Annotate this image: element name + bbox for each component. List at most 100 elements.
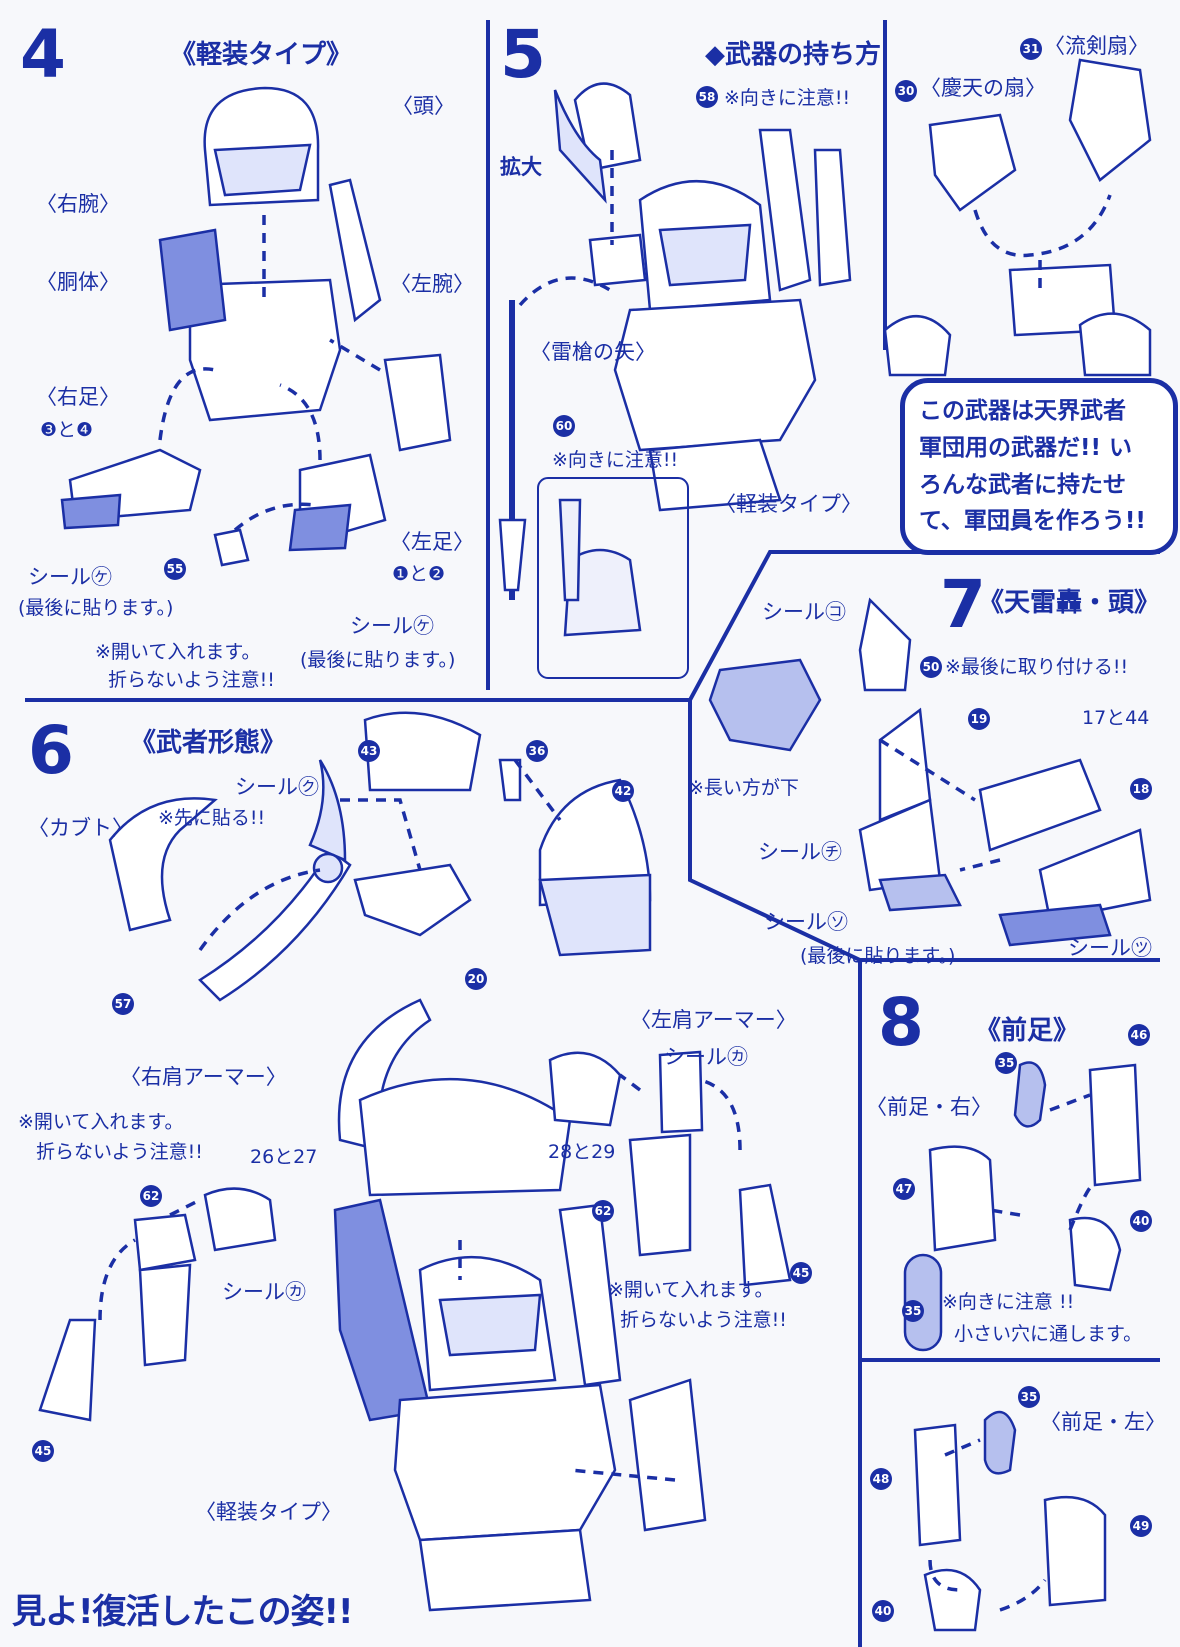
- part-60-badge: 60: [553, 415, 575, 437]
- part-55-badge: 55: [164, 558, 186, 580]
- part-35-badge-a: 35: [995, 1052, 1017, 1074]
- part-58-badge: 58: [696, 86, 718, 108]
- part-57-badge: 57: [112, 993, 134, 1015]
- sticker-tsu: シール㋡: [1068, 936, 1152, 960]
- label-kabuto: 〈カブト〉: [28, 816, 133, 840]
- step-7-title: 《天雷轟・頭》: [978, 588, 1161, 618]
- sticker-so-note: (最後に貼ります。): [800, 945, 956, 967]
- part-45-badge-right: 45: [32, 1440, 54, 1462]
- step5-mini-robot: [558, 498, 642, 637]
- open-note-6b: 折らないよう注意!!: [36, 1141, 203, 1163]
- step-8-number: 8: [878, 984, 924, 1061]
- sticker-ko: シール㋙: [762, 600, 846, 624]
- speech-line-4: て、軍団員を作ろう!!: [919, 508, 1146, 535]
- label-front-left: 〈前足・左〉: [1040, 1410, 1166, 1434]
- step-4-number: 4: [20, 16, 66, 93]
- open-note-4b: 折らないよう注意!!: [108, 669, 275, 691]
- part-26-27: 26と27: [250, 1146, 318, 1168]
- label-type-6: 〈軽装タイプ〉: [195, 1500, 342, 1524]
- label-head: 〈頭〉: [392, 94, 455, 118]
- direction-note: ※向きに注意 !!: [942, 1291, 1075, 1313]
- label-left-leg-parts: ❶と❷: [392, 563, 446, 585]
- part-46-badge: 46: [1128, 1024, 1150, 1046]
- part-20-badge: 20: [465, 968, 487, 990]
- part-42-badge: 42: [612, 780, 634, 802]
- long-side-note: ※長い方が下: [688, 777, 799, 799]
- part-47-badge: 47: [893, 1178, 915, 1200]
- label-raiso-arrow: 〈雷槍の矢〉: [530, 340, 656, 364]
- step4-head: [203, 86, 320, 207]
- step5-robot: [588, 128, 852, 512]
- sticker-chi: シール㋠: [758, 840, 842, 864]
- part-48-badge: 48: [870, 1468, 892, 1490]
- label-ryuken-fan: 〈流剣扇〉: [1044, 34, 1149, 58]
- label-left-leg: 〈左足〉: [390, 530, 474, 554]
- speech-line-1: この武器は天界武者: [919, 398, 1126, 424]
- open-note-6a: ※開いて入れます。: [18, 1111, 184, 1133]
- speech-line-3: ろんな武者に持たせ: [919, 471, 1126, 498]
- part-43-badge: 43: [358, 740, 380, 762]
- sticker-ku-note: ※先に貼る!!: [158, 807, 266, 829]
- step-4-title: 《軽装タイプ》: [170, 40, 353, 70]
- step5-spear: [498, 300, 527, 600]
- sticker-ka-right: シール㋕: [222, 1280, 306, 1304]
- part-40-badge-a: 40: [1130, 1210, 1152, 1232]
- part-36-badge: 36: [526, 740, 548, 762]
- part-49-badge: 49: [1130, 1515, 1152, 1537]
- small-hole-note: 小さい穴に通します。: [954, 1323, 1143, 1345]
- sticker-ka-left: シール㋕: [664, 1045, 748, 1069]
- label-right-leg: 〈右足〉: [36, 385, 120, 409]
- open-note-6c: ※開いて入れます。: [608, 1279, 774, 1301]
- label-front-right: 〈前足・右〉: [866, 1095, 992, 1119]
- part-35-badge-c: 35: [1018, 1386, 1040, 1408]
- step5-fans: [883, 58, 1152, 377]
- step-6-title: 《武者形態》: [130, 728, 287, 758]
- speech-line-2: 軍団用の武器だ!! い: [919, 434, 1132, 461]
- part-58-note: ※向きに注意!!: [724, 87, 851, 109]
- label-body: 〈胴体〉: [36, 270, 120, 294]
- part-45-badge-left: 45: [790, 1262, 812, 1284]
- label-right-shoulder: 〈右肩アーマー〉: [120, 1065, 287, 1089]
- step-7-number: 7: [940, 566, 986, 643]
- sticker-ke-left-note: (最後に貼ります。): [18, 597, 174, 619]
- part-19-badge: 19: [968, 708, 990, 730]
- label-right-arm: 〈右腕〉: [36, 192, 120, 216]
- slogan: 見よ!復活したこの姿!!: [12, 1592, 354, 1632]
- step6-right-shoulder: [38, 1187, 277, 1422]
- step6-kabuto-parts: [108, 711, 652, 1002]
- open-note-6d: 折らないよう注意!!: [620, 1309, 787, 1331]
- step5-fan-weapon: [553, 82, 642, 204]
- sticker-ke-right: シール㋘: [350, 614, 434, 638]
- label-enlarge: 拡大: [500, 155, 542, 179]
- sticker-so: シール㋞: [764, 910, 848, 934]
- step-8-title: 《前足》: [975, 1016, 1080, 1046]
- part-40-badge-b: 40: [872, 1600, 894, 1622]
- speech-bubble: この武器は天界武者 軍団用の武器だ!! い ろんな武者に持たせ て、軍団員を作ろ…: [900, 378, 1178, 556]
- part-50-note: ※最後に取り付ける!!: [945, 656, 1129, 678]
- step-6-number: 6: [28, 712, 74, 789]
- part-31-badge: 31: [1020, 38, 1042, 60]
- step-5-number: 5: [500, 16, 546, 93]
- part-35-badge-b: 35: [902, 1300, 924, 1322]
- label-keiten-fan: 〈慶天の扇〉: [920, 76, 1046, 100]
- part-62-badge-left: 62: [592, 1200, 614, 1222]
- label-left-arm: 〈左腕〉: [390, 272, 474, 296]
- label-type-5: 〈軽装タイプ〉: [715, 492, 862, 516]
- part-60-note: ※向きに注意!!: [552, 449, 679, 471]
- step7-head-parts: [708, 597, 1152, 947]
- label-right-leg-parts: ❸と❹: [40, 419, 94, 441]
- open-note-4a: ※開いて入れます。: [95, 641, 261, 663]
- step-5-title: ◆武器の持ち方: [705, 40, 881, 70]
- part-28-29: 28と29: [548, 1141, 616, 1163]
- part-50-badge: 50: [920, 656, 942, 678]
- step8-front-legs: [903, 1061, 1142, 1632]
- part-30-badge: 30: [895, 80, 917, 102]
- part-62-badge-right: 62: [140, 1185, 162, 1207]
- step4-legs: [60, 448, 387, 567]
- step6-samurai-robot: [333, 998, 707, 1612]
- sticker-ke-left: シール㋘: [28, 565, 112, 589]
- label-left-shoulder: 〈左肩アーマー〉: [630, 1008, 797, 1032]
- step4-body: [158, 178, 452, 452]
